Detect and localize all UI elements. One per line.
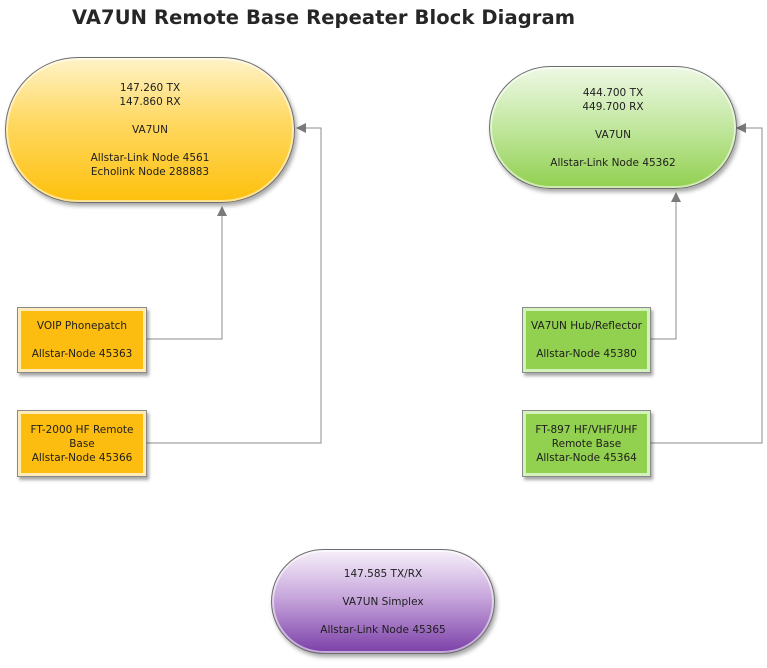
- simplex-label: VA7UN Simplex: [342, 595, 424, 608]
- ft897-remote-base-node[interactable]: FT-897 HF/VHF/UHF Remote Base Allstar-No…: [522, 410, 651, 477]
- uhf-allstar-node: Allstar-Link Node 45362: [550, 156, 676, 169]
- uhf-rx-freq: 449.700 RX: [582, 100, 644, 113]
- vhf-echolink-node: Echolink Node 288883: [90, 166, 210, 178]
- ft897-allstar-node: Allstar-Node 45364: [536, 451, 637, 464]
- simplex-allstar-node: Allstar-Link Node 45365: [320, 623, 446, 636]
- ft2000-label-line2: Base: [69, 437, 95, 450]
- ft2000-allstar-node: Allstar-Node 45366: [31, 451, 133, 464]
- simplex-freq: 147.585 TX/RX: [343, 567, 423, 580]
- connector-ft897-to-uhf: [651, 123, 763, 444]
- connector-voip-to-vhf: [147, 206, 227, 340]
- uhf-repeater-node[interactable]: 444.700 TX 449.700 RX VA7UN Allstar-Link…: [489, 66, 737, 189]
- connector-ft2000-to-vhf: [147, 123, 322, 444]
- uhf-tx-freq: 444.700 TX: [582, 86, 644, 99]
- vhf-allstar-node: Allstar-Link Node 4561: [90, 152, 210, 164]
- ft2000-label-line1: FT-2000 HF Remote: [30, 423, 134, 436]
- simplex-node[interactable]: 147.585 TX/RX VA7UN Simplex Allstar-Link…: [271, 549, 495, 654]
- hub-reflector-node[interactable]: VA7UN Hub/Reflector Allstar-Node 45380: [522, 307, 651, 373]
- vhf-repeater-node[interactable]: 147.260 TX 147.860 RX VA7UN Allstar-Link…: [5, 57, 295, 203]
- connector-hub-to-uhf: [651, 192, 681, 340]
- uhf-callsign: VA7UN: [595, 128, 631, 141]
- ft897-label-line2: Remote Base: [551, 437, 622, 450]
- ft897-label-line1: FT-897 HF/VHF/UHF: [535, 423, 638, 436]
- hub-label: VA7UN Hub/Reflector: [531, 320, 642, 332]
- voip-label: VOIP Phonepatch: [36, 320, 128, 332]
- ft2000-remote-base-node[interactable]: FT-2000 HF Remote Base Allstar-Node 4536…: [17, 410, 147, 477]
- voip-allstar-node: Allstar-Node 45363: [31, 348, 133, 360]
- hub-allstar-node: Allstar-Node 45380: [536, 348, 637, 360]
- vhf-tx-freq: 147.260 TX: [119, 82, 181, 94]
- diagram-title: VA7UN Remote Base Repeater Block Diagram: [72, 6, 576, 29]
- vhf-callsign: VA7UN: [132, 124, 168, 136]
- voip-phonepatch-node[interactable]: VOIP Phonepatch Allstar-Node 45363: [17, 307, 147, 373]
- vhf-rx-freq: 147.860 RX: [119, 96, 181, 108]
